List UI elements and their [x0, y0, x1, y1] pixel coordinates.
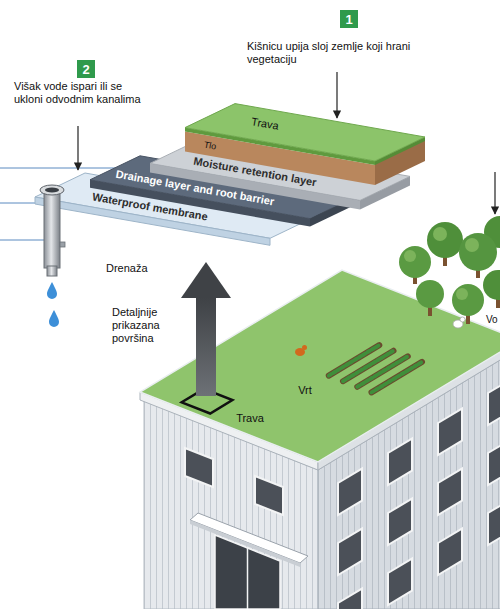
water-drop — [47, 282, 57, 299]
window — [388, 559, 412, 605]
tree-crown — [452, 284, 484, 316]
callout-arrow — [336, 72, 337, 118]
tree-highlight — [456, 288, 468, 300]
window — [255, 476, 283, 515]
door-split — [247, 548, 249, 609]
garden-bed — [372, 362, 423, 393]
zoom-arrow-head — [181, 262, 231, 298]
garden-plants — [343, 351, 394, 382]
zoom-arrow — [196, 298, 216, 396]
grass-top — [185, 104, 425, 161]
callout-arrow — [77, 126, 78, 170]
callout-number: 2 — [77, 60, 95, 78]
tree-highlight — [404, 250, 416, 262]
window — [488, 439, 500, 485]
green-roof — [140, 270, 500, 462]
surface-label: Tlo — [203, 139, 218, 154]
area-label: Trava — [236, 412, 264, 425]
note-text: Detaljnije prikazana površina — [112, 306, 178, 345]
window — [185, 448, 213, 487]
callout-text: Kišnicu upija sloj zemlje koji hrani veg… — [247, 40, 419, 66]
area-label: Vrt — [298, 384, 312, 397]
window — [388, 499, 412, 545]
window — [438, 409, 462, 455]
area-label: Vo — [486, 313, 498, 326]
chicken-head — [302, 345, 307, 350]
callout-text: Višak vode ispari ili se ukloni odvodnim… — [14, 80, 144, 106]
drain-opening — [45, 187, 59, 192]
window — [338, 529, 362, 575]
tree-crown — [399, 246, 431, 278]
tree-highlight — [465, 238, 479, 252]
awning — [190, 513, 308, 563]
garden-plants — [372, 362, 423, 393]
window — [438, 469, 462, 515]
water-drop — [49, 310, 59, 327]
part-label: Drenaža — [106, 262, 148, 275]
window — [438, 529, 462, 575]
awning-edge — [190, 520, 300, 567]
tree-crown — [416, 280, 444, 308]
window — [338, 469, 362, 515]
chicken-head — [460, 317, 465, 322]
tree-crown — [459, 233, 497, 271]
window — [338, 589, 362, 609]
garden-bed — [343, 351, 394, 382]
window — [488, 379, 500, 425]
drain-pipe — [44, 190, 60, 268]
surface-label: Trava — [250, 115, 280, 133]
tree-highlight — [433, 227, 447, 241]
callout-number: 1 — [340, 10, 358, 28]
tree-crown — [483, 270, 500, 300]
drain-spout — [47, 266, 57, 276]
callout-arrow — [494, 172, 495, 214]
window — [388, 439, 412, 485]
tree-crown — [427, 222, 463, 258]
drain-collar — [40, 185, 64, 195]
layer-label: Waterproof membrane — [91, 190, 208, 223]
drain-nub — [60, 242, 65, 247]
window — [488, 499, 500, 545]
